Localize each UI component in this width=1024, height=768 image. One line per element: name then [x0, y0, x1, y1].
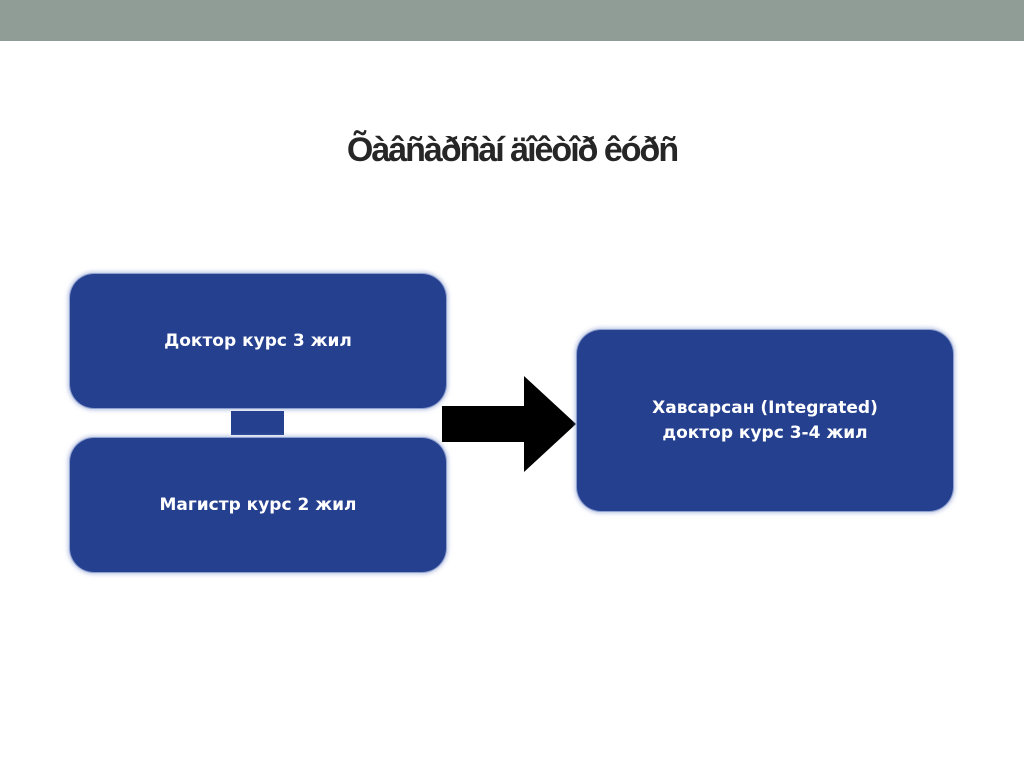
box-connector: [231, 411, 284, 435]
doctor-course-label: Доктор курс 3 жил: [164, 330, 352, 351]
integrated-course-label-line2: доктор курс 3-4 жил: [662, 422, 868, 443]
doctor-course-box: Доктор курс 3 жил: [70, 274, 446, 408]
master-course-box: Магистр курс 2 жил: [70, 438, 446, 572]
slide-title: Õàâñàðñàí äîêòîð êóðñ: [346, 131, 679, 169]
integrated-doctor-course-box: Хавсарсан (Integrated) доктор курс 3-4 ж…: [577, 330, 953, 511]
arrow-right-icon: [442, 376, 576, 472]
top-band: [0, 0, 1024, 41]
master-course-label: Магистр курс 2 жил: [159, 494, 357, 515]
integrated-course-label-line1: Хавсарсан (Integrated): [652, 397, 878, 418]
